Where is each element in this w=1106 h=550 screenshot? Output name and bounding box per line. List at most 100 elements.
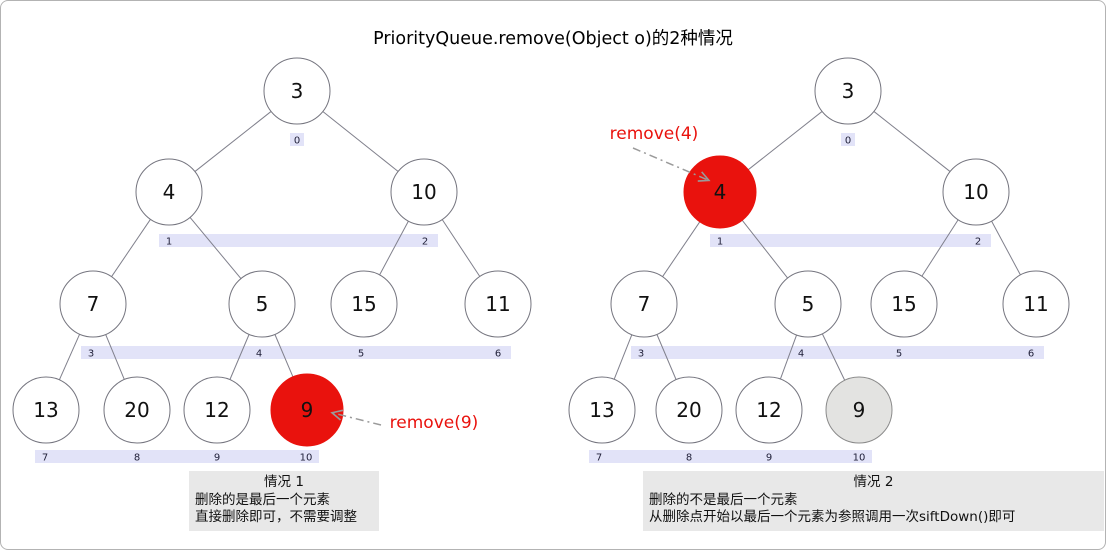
- case2-index-label-4: 4: [798, 349, 804, 360]
- case1-node-value-10: 10: [411, 180, 436, 204]
- case2-edge-3-8: [656, 334, 677, 380]
- case2-caption-line: 从删除点开始以最后一个元素为参照调用一次siftDown()即可: [649, 509, 1016, 525]
- case1-node-value-3: 3: [291, 79, 304, 103]
- case1-node-3: [59, 270, 127, 338]
- case1-node-2: [390, 158, 458, 226]
- case2-node-value-15: 15: [891, 292, 916, 316]
- case2-edge-1-3: [662, 221, 701, 277]
- case2-index-band-row1: [710, 234, 991, 247]
- case2-index-label-7: 7: [596, 453, 602, 464]
- case1-index-label-10: 10: [300, 453, 313, 464]
- case2-index-label-0: 0: [845, 136, 851, 147]
- case1-node-value-9: 9: [301, 398, 314, 422]
- case1-node-6: [464, 270, 532, 338]
- case1-index-label-4: 4: [256, 349, 262, 360]
- case1-edge-2-5: [379, 220, 409, 276]
- case1-node-value-13: 13: [33, 398, 58, 422]
- case2-index-band-row2: [631, 346, 1044, 359]
- case1-index-label-0: 0: [294, 136, 300, 147]
- page-title: PriorityQueue.remove(Object o)的2种情况: [373, 29, 733, 49]
- case1-edge-1-3: [111, 219, 151, 277]
- case2-node-value-7: 7: [638, 292, 651, 316]
- case2-node-5: [870, 270, 938, 338]
- case2-index-label-3: 3: [638, 349, 644, 360]
- case2-edge-4-10: [821, 333, 846, 381]
- case1-node-value-5: 5: [256, 292, 269, 316]
- case1-node-5: [330, 270, 398, 338]
- case2-node-9: [735, 376, 803, 444]
- case2-node-value-4: 4: [714, 180, 727, 204]
- case2-index-band-row0: [841, 133, 855, 146]
- case2-index-label-6: 6: [1028, 349, 1034, 360]
- case1-edge-0-2: [322, 111, 399, 172]
- case2-remove-arrow: [632, 147, 711, 182]
- case1-node-4: [228, 270, 296, 338]
- case1-index-band-row0: [290, 133, 304, 146]
- case1-node-1: [135, 158, 203, 226]
- case1-edge-4-9: [229, 334, 250, 380]
- case2-node-value-13: 13: [589, 398, 614, 422]
- case1-index-band-row1: [159, 234, 438, 247]
- case2-index-label-10: 10: [853, 453, 866, 464]
- case2-index-label-1: 1: [717, 237, 723, 248]
- case1-index-band-row2: [81, 346, 511, 359]
- case2-node-3: [610, 270, 678, 338]
- case1-node-8: [103, 376, 171, 444]
- case1-index-label-9: 9: [214, 453, 220, 464]
- case1-node-value-11: 11: [485, 292, 510, 316]
- case2-node-10: [825, 376, 893, 444]
- case2-node-7: [568, 376, 636, 444]
- case2-index-label-2: 2: [975, 237, 981, 248]
- case2-index-label-8: 8: [686, 453, 692, 464]
- case2-edge-2-6: [991, 220, 1021, 276]
- case1-node-value-4: 4: [163, 180, 176, 204]
- case1-remove-label: remove(9): [390, 413, 479, 433]
- case2-node-value-5: 5: [802, 292, 815, 316]
- case1-node-value-20: 20: [124, 398, 149, 422]
- case2-edge-2-5: [921, 219, 959, 277]
- case2-index-band-row3: [589, 450, 872, 463]
- case1-node-value-15: 15: [351, 292, 376, 316]
- case2-node-value-10: 10: [963, 180, 988, 204]
- case2-caption-heading: 情况 2: [853, 474, 894, 490]
- case1-edge-3-7: [58, 333, 81, 381]
- case1-index-label-3: 3: [88, 349, 94, 360]
- case1-edge-2-6: [441, 219, 481, 277]
- case2-index-label-5: 5: [896, 349, 902, 360]
- case1-node-value-7: 7: [87, 292, 100, 316]
- case1-index-band-row3: [35, 450, 319, 463]
- case2-caption-line: 删除的不是最后一个元素: [649, 491, 798, 508]
- case1-caption: 情况 1 删除的是最后一个元素 直接删除即可，不需要调整: [189, 471, 379, 531]
- case1-index-label-5: 5: [358, 349, 364, 360]
- case2-edge-1-4: [741, 219, 789, 279]
- case1-index-label-6: 6: [495, 349, 501, 360]
- case2-node-6: [1002, 270, 1070, 338]
- case1-node-0: [263, 57, 331, 125]
- case2-node-value-11: 11: [1023, 292, 1048, 316]
- case1-remove-arrow: [330, 409, 382, 426]
- case2-node-2: [942, 158, 1010, 226]
- case1-index-label-1: 1: [166, 237, 172, 248]
- case2-node-value-9: 9: [853, 398, 866, 422]
- case2-remove-label: remove(4): [610, 124, 699, 144]
- case1-edge-0-1: [194, 111, 272, 172]
- case1-index-label-8: 8: [134, 453, 140, 464]
- case1-caption-line: 直接删除即可，不需要调整: [195, 509, 357, 525]
- case2-node-0: [814, 57, 882, 125]
- case1-edge-1-4: [189, 217, 242, 279]
- case2-edge-0-1: [747, 111, 823, 171]
- case2-edge-4-9: [779, 334, 798, 380]
- case2-node-8: [655, 376, 723, 444]
- case2-node-value-12: 12: [756, 398, 781, 422]
- case1-edge-3-8: [105, 334, 125, 380]
- case1-caption-line: 删除的是最后一个元素: [195, 491, 330, 508]
- case1-node-value-12: 12: [204, 398, 229, 422]
- case2-node-4: [774, 270, 842, 338]
- case2-edge-3-7: [613, 334, 633, 380]
- case2-edge-0-2: [873, 111, 951, 172]
- case1-index-label-7: 7: [42, 453, 48, 464]
- case2-index-label-9: 9: [766, 453, 772, 464]
- case2-node-value-20: 20: [676, 398, 701, 422]
